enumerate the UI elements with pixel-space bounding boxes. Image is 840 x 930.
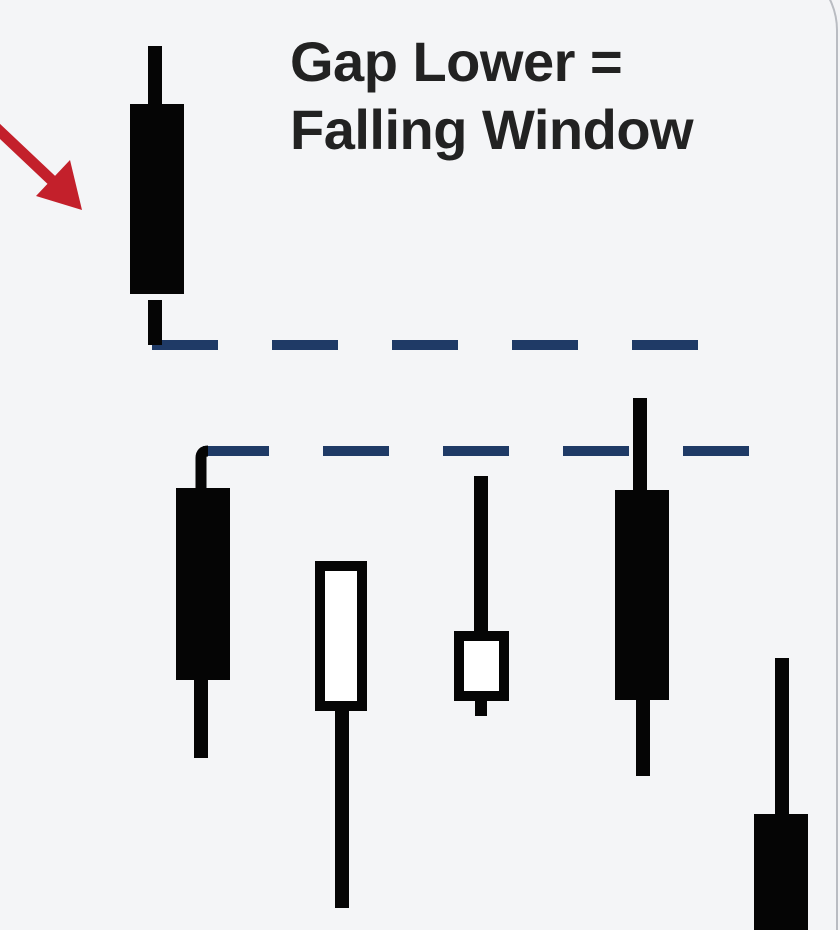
title-line-1: Gap Lower =	[290, 30, 623, 93]
gap-lower-line	[195, 445, 755, 490]
candle-3	[315, 561, 367, 908]
title-line-2: Falling Window	[290, 98, 694, 161]
candle-6	[754, 658, 808, 930]
diagram-title: Gap Lower = Falling Window	[290, 28, 694, 164]
candle-4	[454, 476, 509, 716]
candle-5	[615, 398, 669, 776]
arrow-icon	[0, 123, 82, 210]
candle-2	[176, 488, 230, 758]
gap-upper-line	[148, 300, 705, 350]
pre-gap-candle	[130, 46, 184, 294]
